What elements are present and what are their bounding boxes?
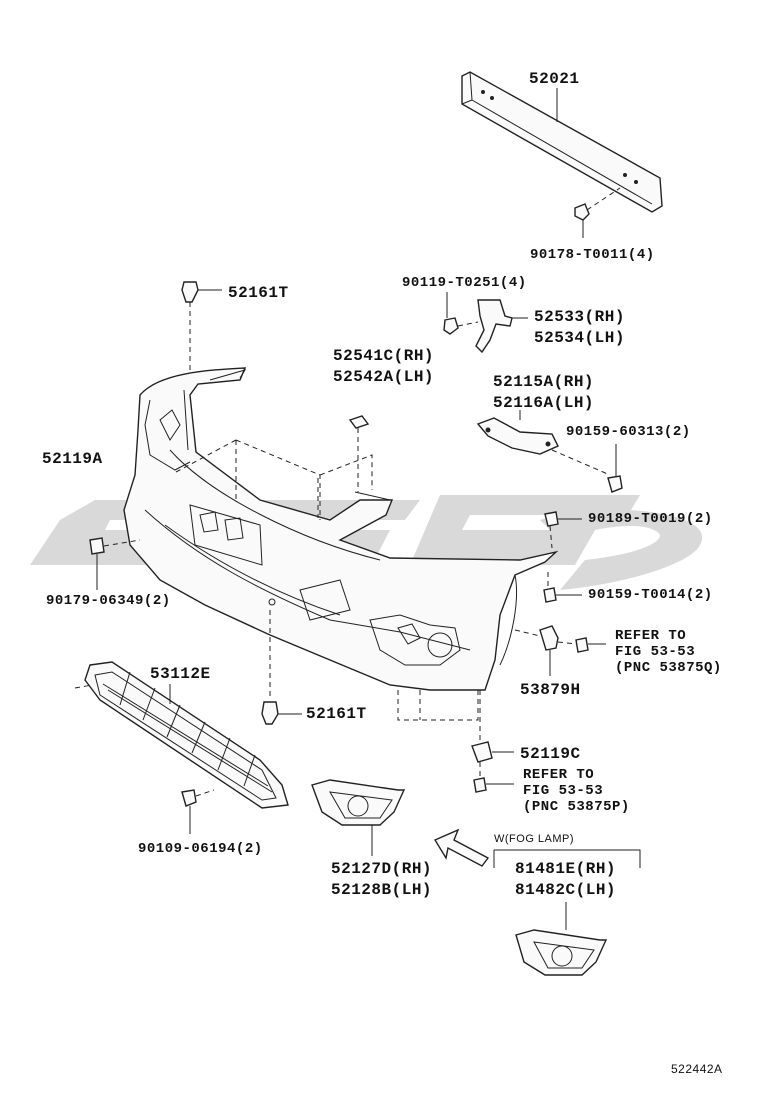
figure-id: 522442A (671, 1062, 723, 1076)
bumper-cover-52119A (123, 367, 559, 691)
reinforcement-52021 (461, 71, 663, 213)
label-fog-note: W(FOG LAMP) (494, 833, 575, 845)
label-52161T-bottom: 52161T (306, 705, 367, 723)
bracket-53879H (514, 625, 606, 676)
label-90159-60313: 90159-60313(2) (566, 424, 691, 440)
bracket-52533 (443, 292, 528, 354)
label-52128B: 52128B(LH) (331, 881, 433, 899)
label-81481E: 81481E(RH) (515, 860, 617, 878)
label-52021: 52021 (529, 70, 580, 88)
label-81482C: 81482C(LH) (515, 881, 617, 899)
clip-90189 (544, 511, 582, 549)
bracket-52541C (348, 415, 370, 492)
label-52119C: 52119C (520, 745, 581, 763)
label-refer1-a: REFER TO (615, 628, 687, 644)
clip-52161T-bottom (261, 610, 302, 725)
label-52534: 52534(LH) (534, 329, 625, 347)
grille-53112E (74, 661, 289, 809)
label-52119A: 52119A (42, 450, 103, 468)
bracket-52119C (471, 741, 514, 793)
bolt-90159-T0014 (543, 572, 582, 603)
bolt-90159-60313 (607, 444, 623, 493)
arrow-icon (433, 828, 490, 867)
label-refer2-a: REFER TO (523, 767, 595, 783)
fog-cover-81481E (515, 929, 608, 976)
label-90179: 90179-06349(2) (46, 593, 171, 609)
label-53879H: 53879H (520, 681, 581, 699)
label-52541C: 52541C(RH) (333, 347, 435, 365)
label-52533: 52533(RH) (534, 308, 625, 326)
label-90189: 90189-T0019(2) (588, 511, 713, 527)
label-52116A: 52116A(LH) (493, 394, 595, 412)
bracket-52115A (476, 410, 611, 476)
label-refer1-b: FIG 53-53 (615, 644, 696, 660)
label-90109: 90109-06194(2) (138, 841, 263, 857)
label-refer1-c: (PNC 53875Q) (615, 660, 722, 676)
label-refer2-b: FIG 53-53 (523, 783, 604, 799)
fog-cover-52127D (311, 779, 406, 856)
clip-52161T-top (181, 281, 222, 440)
clip-90179 (89, 537, 141, 590)
label-52115A: 52115A(RH) (493, 373, 595, 391)
screw-90109 (181, 789, 215, 834)
label-52542A: 52542A(LH) (333, 368, 435, 386)
label-refer2-c: (PNC 53875P) (523, 799, 630, 815)
label-52161T-top: 52161T (228, 284, 289, 302)
label-52127D: 52127D(RH) (331, 860, 433, 878)
label-90159-T0014: 90159-T0014(2) (588, 587, 713, 603)
label-53112E: 53112E (150, 665, 211, 683)
nut-90178 (574, 203, 590, 238)
label-90119: 90119-T0251(4) (402, 275, 527, 291)
label-90178: 90178-T0011(4) (530, 247, 655, 263)
